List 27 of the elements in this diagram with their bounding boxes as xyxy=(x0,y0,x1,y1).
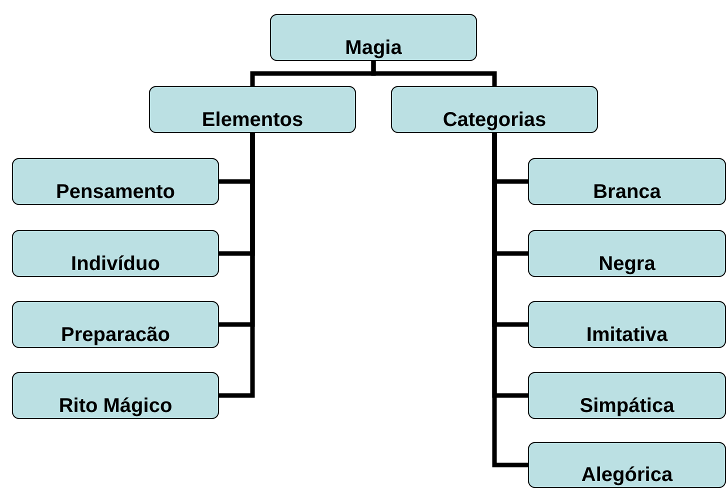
node-label: Rito Mágico xyxy=(58,395,172,417)
node-label: Negra xyxy=(598,253,656,275)
node-box xyxy=(528,372,726,419)
node-box xyxy=(12,372,219,419)
node-label: Branca xyxy=(593,181,661,203)
node-label: Magia xyxy=(345,37,402,59)
node-box xyxy=(528,230,726,277)
node-label: Indivíduo xyxy=(71,253,160,275)
node-label: Simpática xyxy=(580,395,674,417)
node-label: Imitativa xyxy=(586,324,668,346)
connector-line xyxy=(371,61,497,86)
node-box xyxy=(12,301,219,348)
connector-line xyxy=(219,133,255,398)
node-label: Preparacão xyxy=(61,324,170,346)
node-box xyxy=(149,86,356,133)
node-box xyxy=(528,442,726,488)
node-box xyxy=(270,14,477,61)
node-box xyxy=(391,86,598,133)
node-box xyxy=(12,158,219,205)
node-box xyxy=(12,230,219,277)
connector-line xyxy=(492,133,528,468)
node-label: Categorias xyxy=(442,109,546,131)
node-label: Alegórica xyxy=(581,464,673,486)
node-label: Elementos xyxy=(202,109,304,131)
node-box xyxy=(528,158,726,205)
node-box xyxy=(528,301,726,348)
node-label: Pensamento xyxy=(56,181,175,203)
